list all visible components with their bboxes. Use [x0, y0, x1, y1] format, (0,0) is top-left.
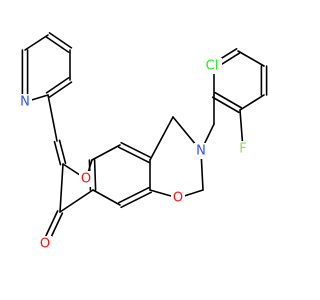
bond [214, 91, 243, 109]
atom-n-pyridine: N [20, 95, 30, 110]
bond [58, 139, 67, 165]
bond [118, 186, 150, 204]
bond [149, 116, 174, 161]
bond [53, 140, 62, 166]
atom-o-carbonyl: O [40, 237, 50, 252]
atom-o-furan: O [81, 172, 91, 187]
bond [120, 141, 152, 159]
bond [24, 34, 49, 51]
atom-n-amine: N [196, 144, 206, 159]
bond [59, 163, 64, 213]
bond [237, 50, 265, 67]
bond [93, 159, 97, 191]
bond [239, 94, 265, 111]
bond [45, 36, 70, 53]
bond [48, 32, 73, 49]
bond [45, 77, 70, 94]
bond [118, 146, 150, 164]
bond [91, 144, 121, 161]
atom-o-oxazine: O [173, 191, 183, 206]
bond [211, 96, 240, 114]
atom-cl: Cl [206, 59, 219, 74]
bond [47, 94, 58, 142]
atom-f: F [239, 142, 246, 157]
bond [92, 189, 121, 206]
structure-svg: Cl F N O O O N [20, 32, 268, 252]
bond [120, 191, 152, 209]
bond [48, 81, 73, 98]
molecule-diagram: Cl F N O O O N [20, 32, 268, 252]
bond [59, 189, 94, 213]
